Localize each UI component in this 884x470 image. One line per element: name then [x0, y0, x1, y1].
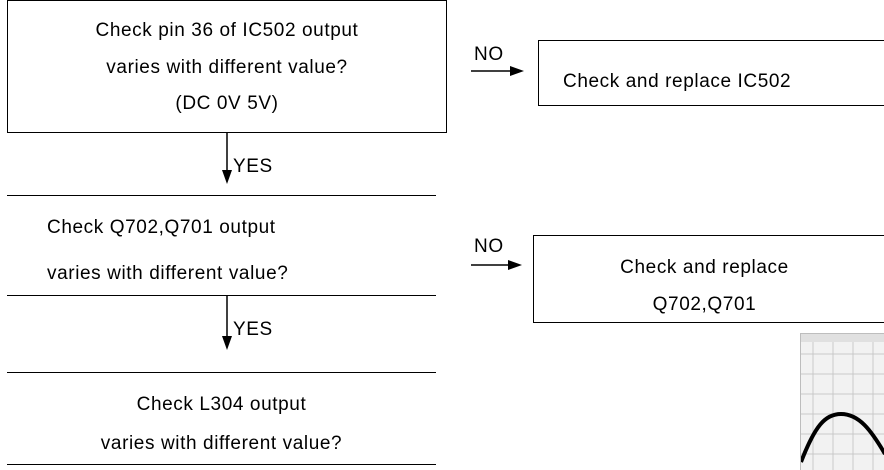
step3-bottom-line	[7, 464, 436, 465]
no-label-1: NO	[474, 44, 504, 65]
no-label-2: NO	[474, 236, 504, 257]
step2-line1: Check Q702,Q701 output	[47, 217, 276, 238]
no-arrow-2-head	[508, 260, 522, 270]
action1-text: Check and replace IC502	[563, 71, 792, 92]
step3-top-line	[7, 372, 436, 373]
action2-box	[533, 235, 884, 323]
step1-line2: varies with different value?	[106, 57, 348, 78]
action2-line1: Check and replace	[620, 257, 789, 278]
step2-bottom-line	[7, 295, 436, 296]
yes-arrow-2-head	[222, 336, 232, 350]
oscilloscope-waveform-image	[800, 333, 884, 470]
step3-line2: varies with different value?	[100, 433, 343, 454]
yes-label-2: YES	[233, 319, 273, 340]
yes-arrow-1-head	[222, 170, 232, 184]
yes-label-1: YES	[233, 156, 273, 177]
no-arrow-1-head	[510, 66, 524, 76]
action1-box	[538, 40, 884, 106]
step3-line1: Check L304 output	[136, 394, 307, 415]
step1-line3: (DC 0V 5V)	[175, 93, 279, 114]
step2-line2: varies with different value?	[47, 263, 289, 284]
step2-top-line	[7, 195, 436, 196]
action2-line2: Q702,Q701	[652, 294, 757, 315]
step1-line1: Check pin 36 of IC502 output	[95, 20, 359, 41]
step1-box	[7, 0, 447, 133]
